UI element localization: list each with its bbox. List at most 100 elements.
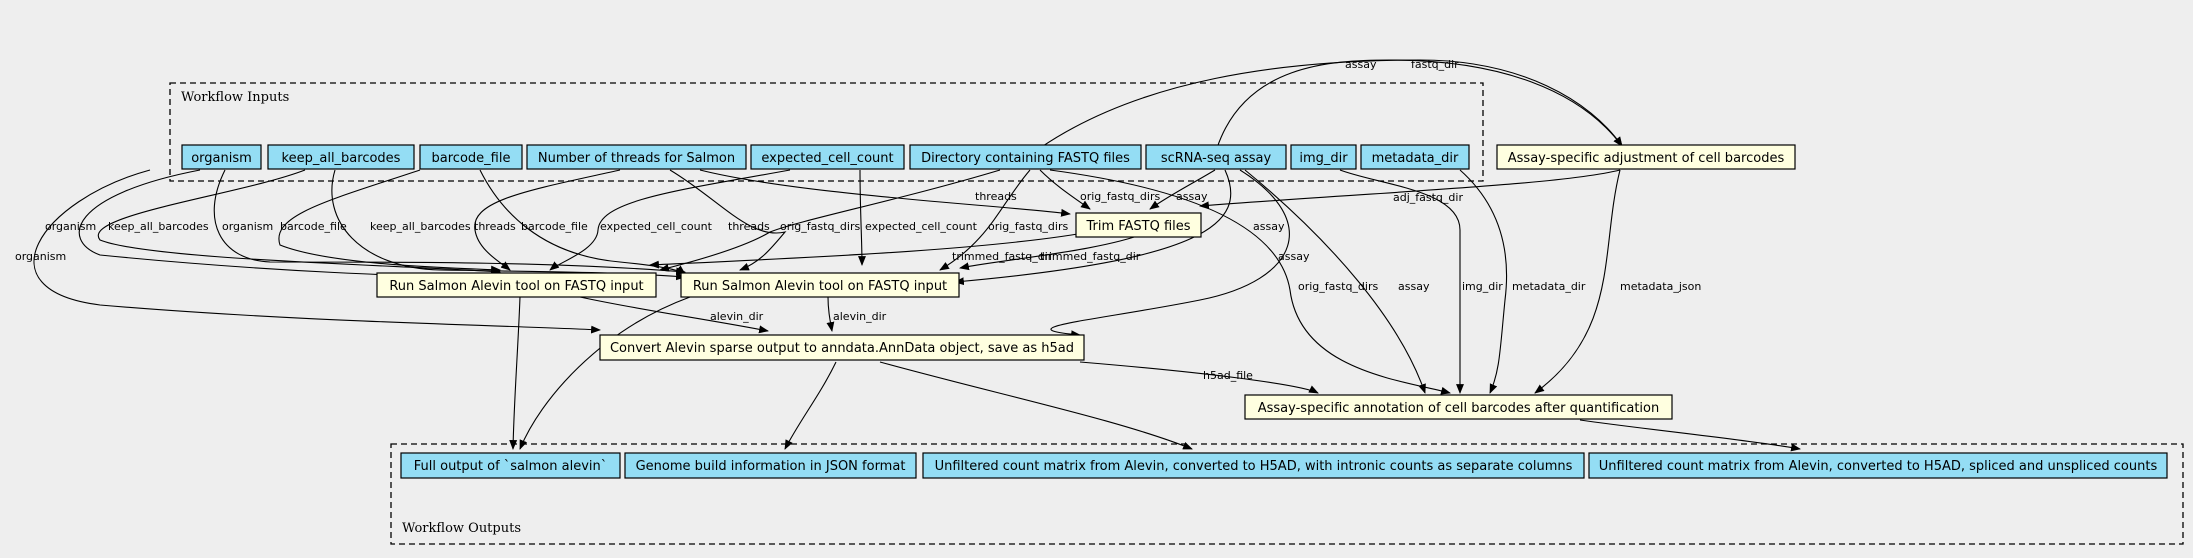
edge-organism-to-convert: organism bbox=[15, 169, 601, 334]
svg-text:orig_fastq_dirs: orig_fastq_dirs bbox=[1080, 190, 1160, 203]
svg-text:Full output of `salmon alevin`: Full output of `salmon alevin` bbox=[414, 459, 608, 474]
input-threads[interactable]: Number of threads for Salmon bbox=[526, 144, 747, 170]
edge-metadata-dir-to-annotate: metadata_dir bbox=[1459, 169, 1586, 394]
svg-text:metadata_dir: metadata_dir bbox=[1512, 280, 1586, 293]
svg-text:Run Salmon Alevin tool on FAST: Run Salmon Alevin tool on FASTQ input bbox=[693, 279, 947, 294]
edge-convert-to-out-genome bbox=[784, 361, 837, 450]
input-organism[interactable]: organism bbox=[181, 144, 262, 170]
edge-annotate-to-out-spliced bbox=[1579, 419, 1801, 452]
svg-text:keep_all_barcodes: keep_all_barcodes bbox=[108, 220, 209, 233]
edge-convert-to-out-intronic bbox=[879, 361, 1193, 450]
svg-text:orig_fastq_dirs: orig_fastq_dirs bbox=[988, 220, 1068, 233]
edge-orig-fastq-dirs-to-trim: orig_fastq_dirs bbox=[1039, 169, 1160, 210]
edge-orig-fastq-dirs-to-salmon2: orig_fastq_dirs bbox=[939, 169, 1068, 271]
edge-barcode-file-to-salmon2: barcode_file bbox=[479, 169, 686, 275]
svg-text:Assay-specific adjustment of c: Assay-specific adjustment of cell barcod… bbox=[1508, 151, 1785, 166]
svg-text:threads: threads bbox=[474, 220, 516, 233]
edge-salmon2-to-out-salmon bbox=[519, 296, 691, 450]
svg-text:organism: organism bbox=[191, 151, 252, 166]
step-adjust-barcodes[interactable]: Assay-specific adjustment of cell barcod… bbox=[1496, 144, 1796, 170]
workflow-inputs-cluster: Workflow Inputs bbox=[169, 82, 1484, 182]
step-convert-to-h5ad[interactable]: Convert Alevin sparse output to anndata.… bbox=[599, 334, 1085, 361]
svg-text:img_dir: img_dir bbox=[1299, 151, 1348, 166]
svg-text:organism: organism bbox=[15, 250, 66, 263]
output-spliced-counts[interactable]: Unfiltered count matrix from Alevin, con… bbox=[1588, 452, 2168, 479]
edge-salmon1-to-convert: alevin_dir bbox=[579, 296, 769, 334]
workflow-inputs-label: Workflow Inputs bbox=[181, 90, 289, 105]
input-metadata-dir[interactable]: metadata_dir bbox=[1360, 144, 1470, 170]
svg-text:threads: threads bbox=[728, 220, 770, 233]
svg-text:Convert Alevin sparse output t: Convert Alevin sparse output to anndata.… bbox=[610, 341, 1074, 356]
svg-text:trimmed_fastq_dir: trimmed_fastq_dir bbox=[952, 250, 1053, 263]
input-barcode-file[interactable]: barcode_file bbox=[419, 144, 523, 170]
output-intronic-counts[interactable]: Unfiltered count matrix from Alevin, con… bbox=[922, 452, 1585, 479]
edge-threads-to-salmon2: threads bbox=[669, 169, 787, 271]
edge-assay-to-adjust: assay bbox=[1216, 58, 1623, 149]
workflow-outputs-label: Workflow Outputs bbox=[402, 521, 521, 536]
svg-text:img_dir: img_dir bbox=[1462, 280, 1503, 293]
svg-text:orig_fastq_dirs: orig_fastq_dirs bbox=[780, 220, 860, 233]
step-trim-fastq[interactable]: Trim FASTQ files bbox=[1075, 212, 1202, 238]
output-salmon-alevin[interactable]: Full output of `salmon alevin` bbox=[400, 452, 621, 479]
svg-text:expected_cell_count: expected_cell_count bbox=[600, 220, 713, 233]
svg-text:assay: assay bbox=[1278, 250, 1310, 263]
edge-img-dir-to-annotate: img_dir bbox=[1339, 169, 1503, 394]
svg-text:organism: organism bbox=[45, 220, 96, 233]
edge-orig-fastq-dirs-to-salmon1: orig_fastq_dirs bbox=[659, 169, 1001, 272]
svg-text:threads: threads bbox=[975, 190, 1017, 203]
svg-text:organism: organism bbox=[222, 220, 273, 233]
input-keep-all-barcodes[interactable]: keep_all_barcodes bbox=[267, 144, 415, 170]
edge-expected-cell-count-to-salmon2: expected_cell_count bbox=[858, 169, 978, 266]
svg-text:assay: assay bbox=[1176, 190, 1208, 203]
edge-assay-to-convert: assay bbox=[1050, 169, 1310, 339]
svg-text:Unfiltered count matrix from A: Unfiltered count matrix from Alevin, con… bbox=[935, 459, 1573, 474]
edge-fastq-dir-to-adjust: fastq_dir bbox=[1039, 58, 1623, 149]
edge-expected-cell-count-to-salmon1: expected_cell_count bbox=[549, 169, 791, 271]
svg-text:h5ad_file: h5ad_file bbox=[1203, 369, 1253, 382]
svg-text:assay: assay bbox=[1345, 58, 1377, 71]
svg-text:Number of threads for Salmon: Number of threads for Salmon bbox=[538, 151, 735, 166]
svg-text:keep_all_barcodes: keep_all_barcodes bbox=[370, 220, 471, 233]
svg-text:scRNA-seq assay: scRNA-seq assay bbox=[1161, 151, 1272, 166]
input-fastq-dir[interactable]: Directory containing FASTQ files bbox=[909, 144, 1142, 170]
svg-text:adj_fastq_dir: adj_fastq_dir bbox=[1393, 191, 1463, 204]
input-expected-cell-count[interactable]: expected_cell_count bbox=[750, 144, 905, 170]
svg-text:alevin_dir: alevin_dir bbox=[710, 310, 764, 323]
edge-salmon1-to-out-salmon bbox=[509, 296, 521, 450]
edge-organism-to-salmon2: organism bbox=[213, 169, 686, 276]
svg-text:barcode_file: barcode_file bbox=[432, 151, 511, 166]
svg-text:barcode_file: barcode_file bbox=[521, 220, 588, 233]
step-run-salmon-1[interactable]: Run Salmon Alevin tool on FASTQ input bbox=[376, 272, 657, 298]
svg-text:Genome build information in JS: Genome build information in JSON format bbox=[636, 459, 906, 474]
svg-text:Directory containing FASTQ fil: Directory containing FASTQ files bbox=[921, 151, 1130, 166]
svg-text:metadata_json: metadata_json bbox=[1620, 280, 1701, 293]
svg-text:expected_cell_count: expected_cell_count bbox=[761, 151, 893, 166]
svg-text:expected_cell_count: expected_cell_count bbox=[865, 220, 978, 233]
edge-barcode-file-to-salmon1: barcode_file bbox=[278, 169, 501, 274]
edge-adjust-to-annotate: metadata_json bbox=[1534, 169, 1701, 394]
input-assay[interactable]: scRNA-seq assay bbox=[1145, 144, 1287, 170]
svg-text:metadata_dir: metadata_dir bbox=[1372, 151, 1459, 166]
svg-text:keep_all_barcodes: keep_all_barcodes bbox=[282, 151, 401, 166]
edge-threads-to-salmon1: threads bbox=[474, 169, 621, 271]
edge-keep-all-barcodes-to-salmon1: keep_all_barcodes bbox=[97, 169, 501, 276]
edge-trim-to-salmon1: trimmed_fastq_dir bbox=[649, 229, 1101, 269]
edge-assay-to-salmon2: assay bbox=[954, 169, 1285, 286]
edge-orig-fastq-dirs-to-annotate: orig_fastq_dirs bbox=[1049, 169, 1451, 395]
edge-assay-to-trim: assay bbox=[1149, 169, 1216, 210]
svg-text:orig_fastq_dirs: orig_fastq_dirs bbox=[1298, 280, 1378, 293]
svg-text:assay: assay bbox=[1253, 220, 1285, 233]
svg-text:alevin_dir: alevin_dir bbox=[833, 310, 887, 323]
edge-salmon2-to-convert: alevin_dir bbox=[826, 296, 887, 332]
step-annotate-barcodes[interactable]: Assay-specific annotation of cell barcod… bbox=[1244, 394, 1673, 420]
svg-text:assay: assay bbox=[1398, 280, 1430, 293]
svg-text:fastq_dir: fastq_dir bbox=[1411, 58, 1459, 71]
svg-text:barcode_file: barcode_file bbox=[280, 220, 347, 233]
output-genome-build[interactable]: Genome build information in JSON format bbox=[624, 452, 917, 479]
svg-text:trimmed_fastq_dir: trimmed_fastq_dir bbox=[1040, 250, 1141, 263]
svg-text:Trim FASTQ files: Trim FASTQ files bbox=[1085, 219, 1190, 234]
edge-convert-to-annotate: h5ad_file bbox=[1079, 361, 1319, 394]
input-img-dir[interactable]: img_dir bbox=[1290, 144, 1357, 170]
step-run-salmon-2[interactable]: Run Salmon Alevin tool on FASTQ input bbox=[680, 272, 960, 298]
